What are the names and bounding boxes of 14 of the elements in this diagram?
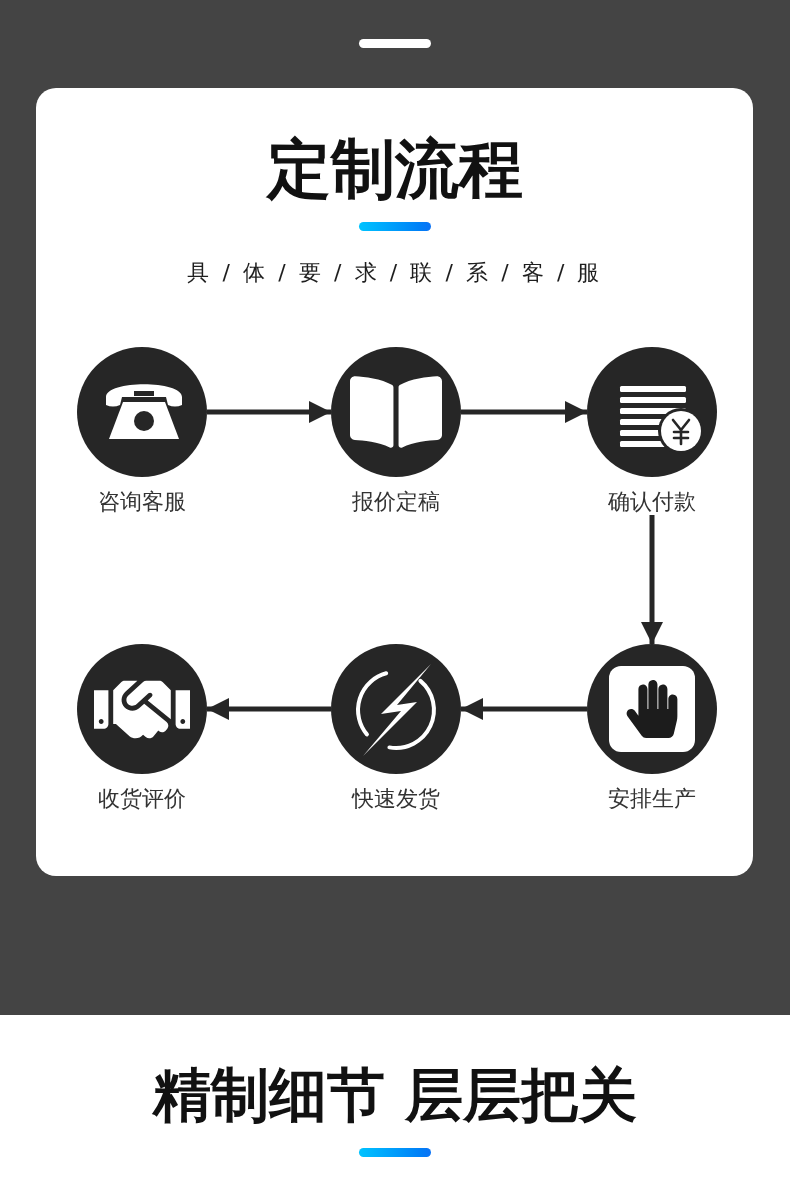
arrow	[641, 515, 663, 644]
subtitle: 具 / 体 / 要 / 求 / 联 / 系 / 客 / 服	[187, 260, 603, 286]
step-label: 咨询客服	[98, 489, 186, 515]
arrow	[461, 401, 587, 423]
step-label: 收货评价	[98, 786, 186, 812]
arrow	[207, 698, 331, 720]
section-heading: 精制细节 层层把关	[152, 1064, 638, 1126]
arrow	[207, 401, 331, 423]
step-label: 快速发货	[352, 786, 440, 812]
step-label: 安排生产	[608, 786, 696, 812]
arrow	[461, 698, 587, 720]
title: 定制流程	[267, 134, 523, 204]
step-label: 报价定稿	[352, 489, 440, 515]
step-label: 确认付款	[608, 489, 696, 515]
